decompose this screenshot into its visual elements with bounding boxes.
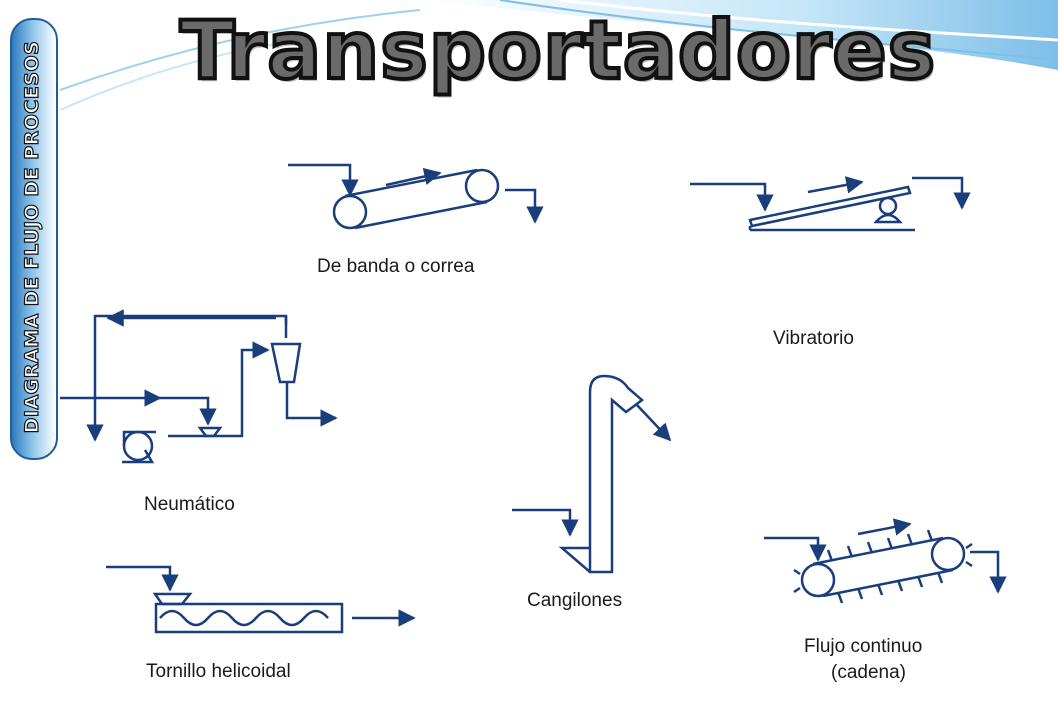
belt-conveyor-figure xyxy=(288,163,544,230)
side-tab xyxy=(10,18,58,460)
chain-conveyor-label-line1: Flujo continuo xyxy=(804,636,922,657)
chain-conveyor-figure xyxy=(764,518,1007,604)
vibrating-conveyor-label: Vibratorio xyxy=(773,328,854,349)
screw-conveyor-label: Tornillo helicoidal xyxy=(146,661,291,682)
belt-conveyor-label: De banda o correa xyxy=(317,256,475,277)
bucket-elevator-label: Cangilones xyxy=(527,590,622,611)
pneumatic-conveyor-figure xyxy=(60,309,338,464)
vibrating-conveyor-figure xyxy=(690,176,971,232)
chain-conveyor-label-line2: (cadena) xyxy=(831,662,906,683)
slide-title: Transportadores xyxy=(178,2,937,99)
bucket-elevator-figure xyxy=(512,374,672,574)
pneumatic-conveyor-label: Neumático xyxy=(144,494,235,515)
screw-conveyor-figure xyxy=(106,565,416,634)
